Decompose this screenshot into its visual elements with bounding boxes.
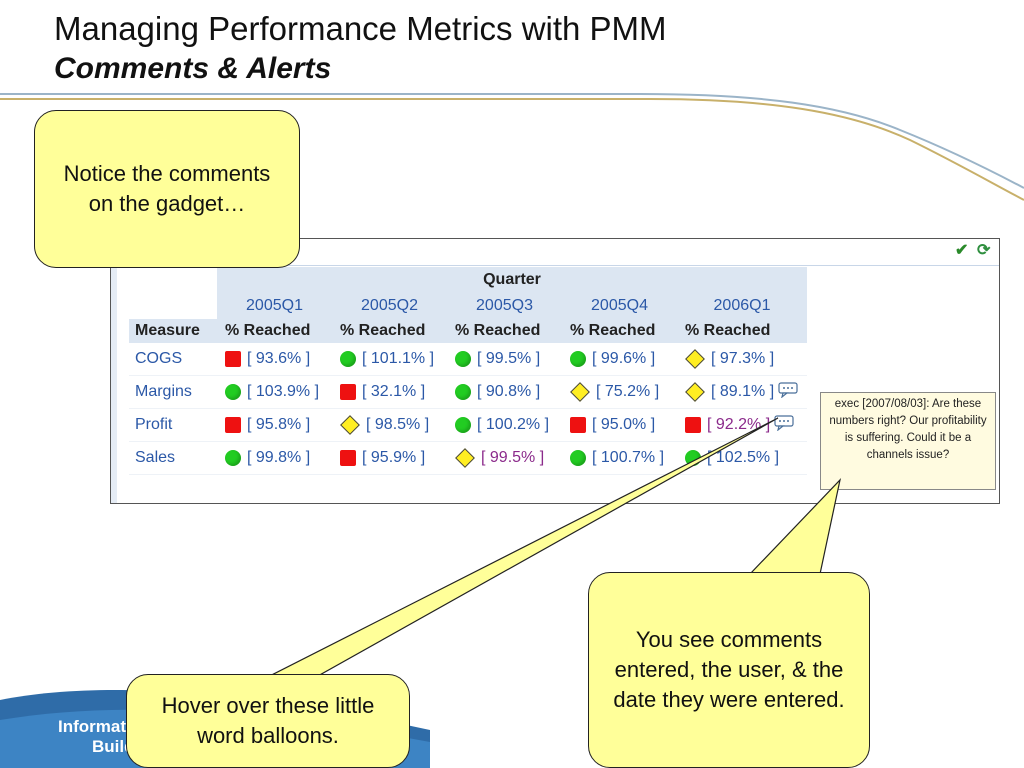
metric-cell: [ 75.2% ] <box>562 375 677 409</box>
metric-value[interactable]: [ 103.9% ] <box>247 383 320 400</box>
logo-line1: Informat <box>58 717 126 736</box>
metric-value[interactable]: [ 100.2% ] <box>477 416 550 433</box>
table-corner <box>129 267 217 293</box>
metric-value[interactable]: [ 99.8% ] <box>247 449 311 466</box>
metric-cell: [ 89.1% ] <box>677 375 807 409</box>
metric-value[interactable]: [ 100.7% ] <box>592 449 665 466</box>
status-green-icon <box>685 449 701 466</box>
metric-cell: [ 99.5% ] <box>447 343 562 376</box>
pct-header: % Reached <box>332 319 447 343</box>
metric-value[interactable]: [ 101.1% ] <box>362 350 435 367</box>
status-green-icon <box>455 350 471 367</box>
metric-cell: [ 97.3% ] <box>677 343 807 376</box>
metric-cell: [ 95.9% ] <box>332 441 447 475</box>
pct-header: % Reached <box>217 319 332 343</box>
metrics-table: Quarter 2005Q1 2005Q2 2005Q3 2005Q4 2006… <box>129 267 807 475</box>
metric-cell: [ 101.1% ] <box>332 343 447 376</box>
status-yellow-icon <box>455 447 475 468</box>
metric-cell: [ 100.7% ] <box>562 441 677 475</box>
metric-value[interactable]: [ 75.2% ] <box>596 383 660 400</box>
metric-cell: [ 99.8% ] <box>217 441 332 475</box>
metric-value[interactable]: [ 95.8% ] <box>247 416 311 433</box>
status-red-icon <box>225 416 241 433</box>
quarter-header: Quarter <box>217 267 807 293</box>
measure-label[interactable]: Margins <box>129 375 217 409</box>
gadget-left-strip <box>111 265 117 503</box>
metric-value[interactable]: [ 98.5% ] <box>366 416 430 433</box>
metric-value[interactable]: [ 32.1% ] <box>362 383 426 400</box>
comment-tooltip: exec [2007/08/03]: Are these numbers rig… <box>820 392 996 490</box>
status-green-icon <box>225 383 241 400</box>
status-red-icon <box>685 417 701 433</box>
measure-header: Measure <box>129 319 217 343</box>
metric-value[interactable]: [ 99.5% ] <box>481 449 545 466</box>
status-red-icon <box>340 383 356 400</box>
comment-balloon-icon[interactable] <box>778 381 798 403</box>
metric-value[interactable]: [ 102.5% ] <box>707 449 780 466</box>
metric-cell: [ 99.6% ] <box>562 343 677 376</box>
metric-cell: [ 99.5% ] <box>447 441 562 475</box>
measure-label[interactable]: COGS <box>129 343 217 376</box>
table-row: Sales [ 99.8% ] [ 95.9% ] [ 99.5% ] [ 100.7%… <box>129 441 807 475</box>
table-corner <box>129 293 217 319</box>
status-green-icon <box>455 383 471 400</box>
comment-balloon-icon[interactable] <box>774 414 794 436</box>
table-row: COGS [ 93.6% ] [ 101.1% ] [ 99.5% ] [ 99.6% … <box>129 343 807 376</box>
metric-cell: [ 100.2% ] <box>447 408 562 442</box>
status-red-icon <box>570 416 586 433</box>
pct-header: % Reached <box>562 319 677 343</box>
period-header: 2006Q1 <box>677 293 807 319</box>
slide-title: Managing Performance Metrics with PMM <box>54 10 667 47</box>
period-header: 2005Q4 <box>562 293 677 319</box>
metric-cell: [ 90.8% ] <box>447 375 562 409</box>
callout-hover-balloons: Hover over these little word balloons. <box>126 674 410 768</box>
metric-value[interactable]: [ 99.6% ] <box>592 350 656 367</box>
metric-value[interactable]: [ 95.0% ] <box>592 416 656 433</box>
metric-cell: [ 95.8% ] <box>217 408 332 442</box>
metric-value[interactable]: [ 89.1% ] <box>711 383 775 401</box>
period-header: 2005Q1 <box>217 293 332 319</box>
metric-cell: [ 92.2% ] <box>677 408 807 442</box>
metrics-table-body: COGS [ 93.6% ] [ 101.1% ] [ 99.5% ] [ 99.6% … <box>129 343 807 475</box>
table-row: Margins [ 103.9% ] [ 32.1% ] [ 90.8% ] [ 75.… <box>129 375 807 409</box>
metric-cell: [ 95.0% ] <box>562 408 677 442</box>
slide-subtitle: Comments & Alerts <box>54 52 332 85</box>
measure-label[interactable]: Sales <box>129 441 217 475</box>
status-yellow-icon <box>570 381 590 402</box>
metric-cell: [ 102.5% ] <box>677 441 807 475</box>
checkmark-icon[interactable]: ✔ <box>955 242 969 259</box>
metric-cell: [ 93.6% ] <box>217 343 332 376</box>
metric-cell: [ 103.9% ] <box>217 375 332 409</box>
refresh-icon[interactable]: ⟳ <box>977 242 991 259</box>
logo-line2: Build <box>92 737 135 756</box>
metric-value[interactable]: [ 90.8% ] <box>477 383 541 400</box>
status-yellow-icon <box>685 348 705 369</box>
metric-value[interactable]: [ 99.5% ] <box>477 350 541 367</box>
period-header: 2005Q3 <box>447 293 562 319</box>
status-green-icon <box>455 416 471 433</box>
status-green-icon <box>570 350 586 367</box>
status-green-icon <box>340 350 356 367</box>
metric-value[interactable]: [ 95.9% ] <box>362 449 426 466</box>
callout-notice-comments: Notice the comments on the gadget… <box>34 110 300 268</box>
status-red-icon <box>225 350 241 367</box>
status-green-icon <box>570 449 586 466</box>
pct-header: % Reached <box>447 319 562 343</box>
metric-cell: [ 98.5% ] <box>332 408 447 442</box>
metric-cell: [ 32.1% ] <box>332 375 447 409</box>
metric-value[interactable]: [ 97.3% ] <box>711 350 775 367</box>
pct-header: % Reached <box>677 319 807 343</box>
status-red-icon <box>340 449 356 466</box>
period-header: 2005Q2 <box>332 293 447 319</box>
measure-label[interactable]: Profit <box>129 408 217 442</box>
table-row: Profit [ 95.8% ] [ 98.5% ] [ 100.2% ] [ 95.0… <box>129 408 807 442</box>
status-yellow-icon <box>340 414 360 435</box>
status-yellow-icon <box>685 382 705 402</box>
metric-value[interactable]: [ 93.6% ] <box>247 350 311 367</box>
metric-value[interactable]: [ 92.2% ] <box>707 416 771 434</box>
status-green-icon <box>225 449 241 466</box>
callout-you-see-comments: You see comments entered, the user, & th… <box>588 572 870 768</box>
